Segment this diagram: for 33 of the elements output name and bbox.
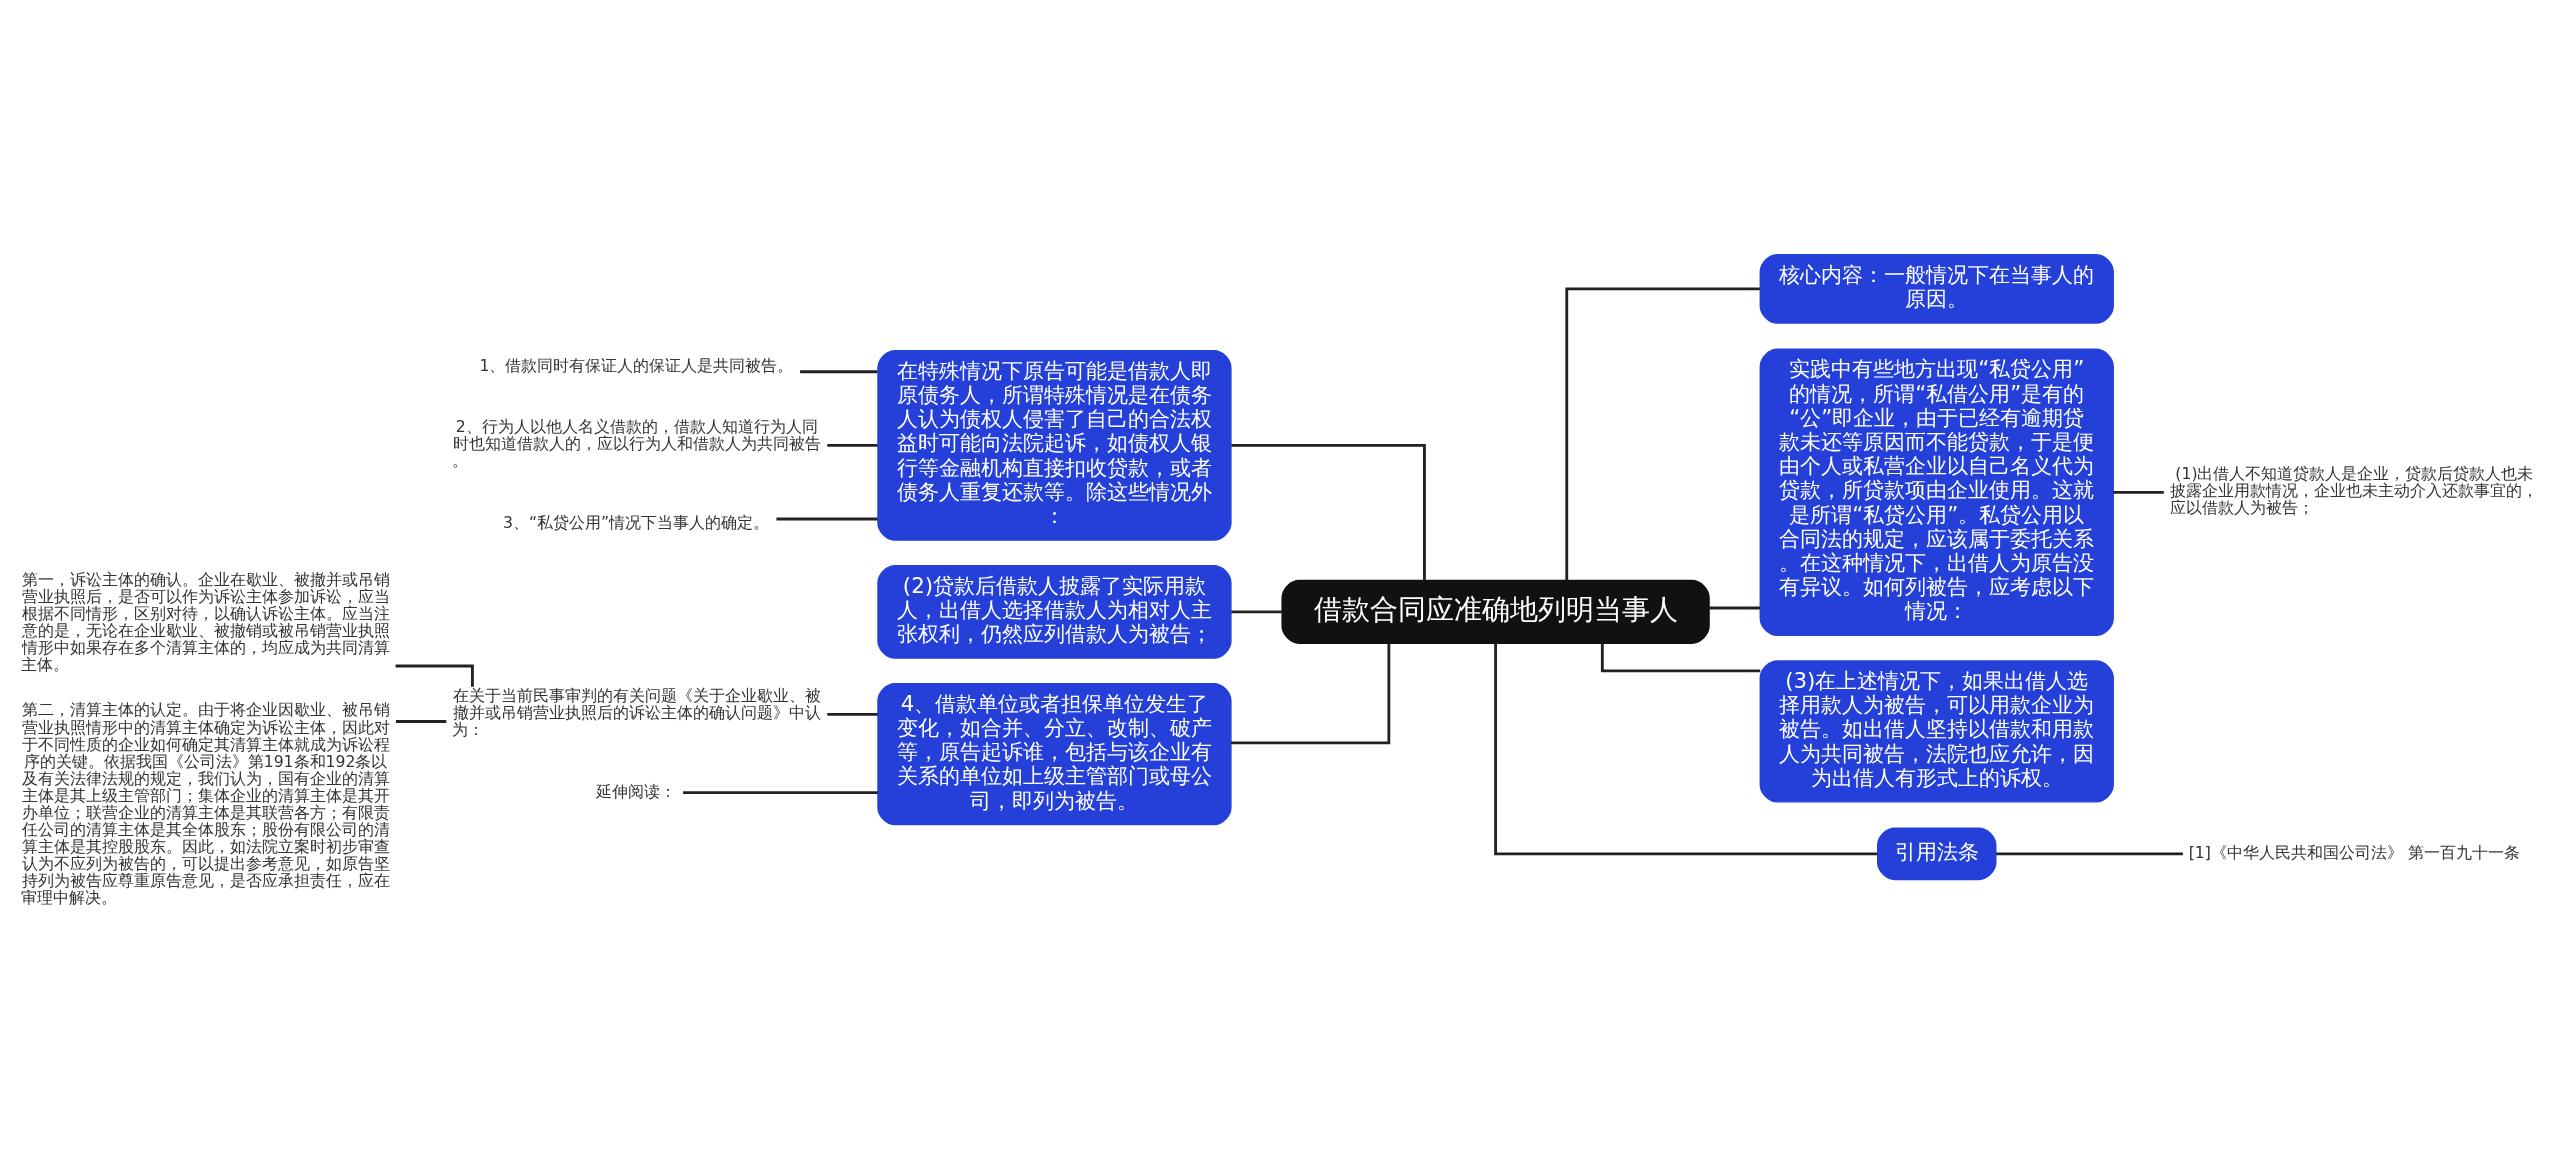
connector xyxy=(683,791,878,795)
connector xyxy=(2113,490,2164,494)
node-text: 3、“私贷公用”情况下当事人的确定。 xyxy=(503,512,770,532)
connector xyxy=(1709,606,1761,610)
node-text: 第一，诉讼主体的确认。企业在歇业、被撤并或吊销营业执照后，是否可以作为诉讼主体参加诉讼，应当根据不同情形，区别对待，以确认诉讼主体。应当注意的是，无论在企业歇业、被撤销或被吊销营业执照情形中如果存在多个清算主体的，均应成为共同清算主体。 xyxy=(21,569,390,674)
connector xyxy=(1231,610,1282,614)
node-text: 1、借款同时有保证人的保证人是共同被告。 xyxy=(479,356,794,376)
node-box: (3)在上述情况下，如果出借人选择用款人为被告，可以用款企业为被告。如出借人坚持以借款和用款人为共同被告，法院也应允许，因为出借人有形式上的诉权。 xyxy=(1759,660,2114,803)
node-box: (2)贷款后借款人披露了实际用款人，出借人选择借款人为相对人主张权利，仍然应列借款人为被告； xyxy=(877,564,1232,659)
node-text: 2、行为人以他人名义借款的，借款人知道行为人同时也知道借款人的，应以行为人和借款人为共同被告。 xyxy=(452,417,821,471)
node-box: 在特殊情况下原告可能是借款人即原债务人，所谓特殊情况是在债务人认为债权人侵害了自己的合法权益时可能向法院起诉，如债权人银行等金融机构直接扣收贷款，或者债务人重复还款等。除这些情况外： xyxy=(877,350,1232,541)
node-text: 在关于当前民事审判的有关问题《关于企业歇业、被撤并或吊销营业执照后的诉讼主体的确认问题》中认为： xyxy=(452,686,821,740)
connector xyxy=(1231,443,1426,581)
connector xyxy=(776,517,878,521)
connector xyxy=(1565,287,1760,581)
connector xyxy=(395,664,474,687)
node-text: (1)出借人不知道贷款人是企业，贷款后贷款人也未披露企业用款情况，企业也未主动介入还款事宜的，应以借款人为被告； xyxy=(2170,464,2539,518)
connector xyxy=(1996,852,2183,856)
connector xyxy=(827,443,878,447)
connector xyxy=(827,712,878,716)
node-text: [1]《中华人民共和国公司法》 第一百九十一条 xyxy=(2188,842,2520,862)
node-box: 引用法条 xyxy=(1877,827,1997,881)
connector xyxy=(1600,643,1761,673)
connector xyxy=(800,370,878,374)
node-text: 第二，清算主体的认定。由于将企业因歇业、被吊销营业执照情形中的清算主体确定为诉讼主体，因此对于不同性质的企业如何确定其清算主体就成为诉讼程序的关键。依据我国《公司法》第191条和192条以及有关法律法规的规定，我们认为，国有企业的清算主体是其上级主管部门；集体企业的清算主体是其开办单位；联营企业的清算主体是其联营各方；有限责任公司的清算主体是其全体股东；股份有限公司的清算主体是其控股股东。因此，如法院立案时初步审查认为不应列为被告的，可以提出参考意见，如原告坚持列为被告应尊重原告意见，是否应承担责任，应在审理中解决。 xyxy=(21,700,390,908)
connector xyxy=(1494,643,1878,856)
node-box: 4、借款单位或者担保单位发生了变化，如合并、分立、改制、破产等，原告起诉谁，包括与该企业有关系的单位如上级主管部门或母公司，即列为被告。 xyxy=(877,683,1232,826)
node-text: 延伸阅读： xyxy=(596,781,677,801)
node-box: 核心内容：一般情况下在当事人的原因。 xyxy=(1759,254,2114,324)
connector xyxy=(1230,643,1391,745)
node-box: 实践中有些地方出现“私贷公用”的情况，所谓“私借公用”是有的“公”即企业，由于已经有逾期贷款未还等原因而不能贷款，于是便由个人或私营企业以自己名义代为贷款，所贷款项由企业使用。这就是所谓“私贷公用”。私贷公用以合同法的规定，应该属于委托关系。在这种情况下，出借人为原告没有异议。如何列被告，应考虑以下情况： xyxy=(1759,348,2114,637)
connector xyxy=(395,720,447,723)
node-box: 借款合同应准确地列明当事人 xyxy=(1281,579,1710,644)
